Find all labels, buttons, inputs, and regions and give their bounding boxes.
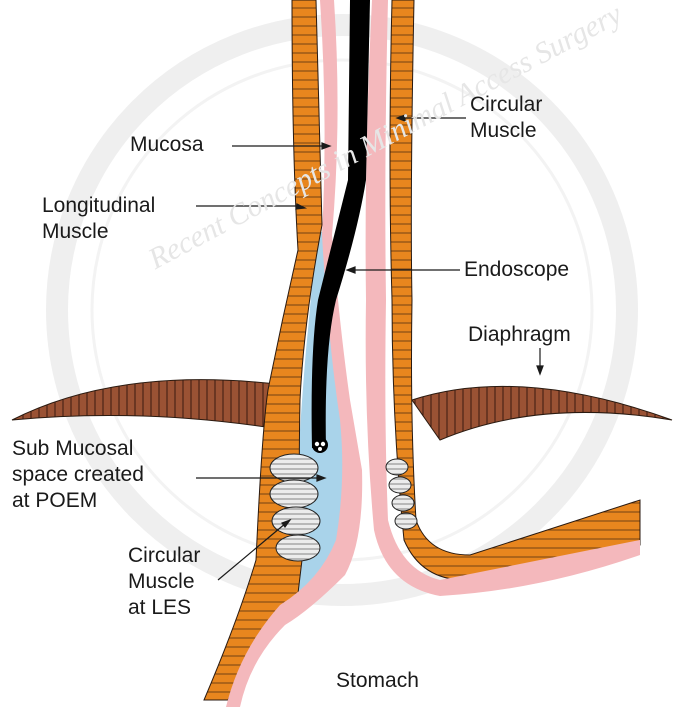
label-submucosal-line2: space created (12, 463, 144, 486)
mucosa-left (226, 0, 363, 707)
mucosa-right (365, 0, 640, 596)
label-endoscope-text: Endoscope (464, 258, 570, 281)
label-les-line2: Muscle (128, 570, 195, 593)
label-diaphragm: Diaphragm (468, 322, 571, 348)
diaphragm-left (11, 379, 286, 429)
label-endoscope: Endoscope (464, 257, 569, 283)
label-longitudinal-line1: Longitudinal (42, 194, 156, 217)
label-mucosa: Mucosa (130, 132, 204, 158)
label-circular-line2: Muscle (470, 119, 537, 142)
label-diaphragm-text: Diaphragm (468, 323, 571, 346)
label-stomach-text: Stomach (336, 669, 419, 692)
label-mucosa-text: Mucosa (130, 133, 204, 156)
leader-lines (196, 114, 544, 581)
label-circular-muscle-les: Circular Muscle at LES (128, 543, 200, 621)
endoscope-tip (312, 437, 328, 453)
endoscope (311, 0, 370, 448)
label-submucosal-line3: at POEM (12, 489, 98, 512)
les-fibers-left (269, 453, 321, 562)
label-submucosal-line1: Sub Mucosal (12, 437, 134, 460)
les-fibers-right (385, 458, 418, 530)
label-les-line3: at LES (128, 596, 192, 619)
label-stomach: Stomach (336, 668, 419, 694)
label-circular-line1: Circular (470, 93, 543, 116)
label-les-line1: Circular (128, 544, 201, 567)
label-longitudinal-muscle: Longitudinal Muscle (42, 193, 155, 245)
label-submucosal-space: Sub Mucosal space created at POEM (12, 436, 144, 514)
label-circular-muscle: Circular Muscle (470, 92, 542, 144)
diaphragm-right (411, 385, 673, 441)
label-longitudinal-line2: Muscle (42, 220, 109, 243)
